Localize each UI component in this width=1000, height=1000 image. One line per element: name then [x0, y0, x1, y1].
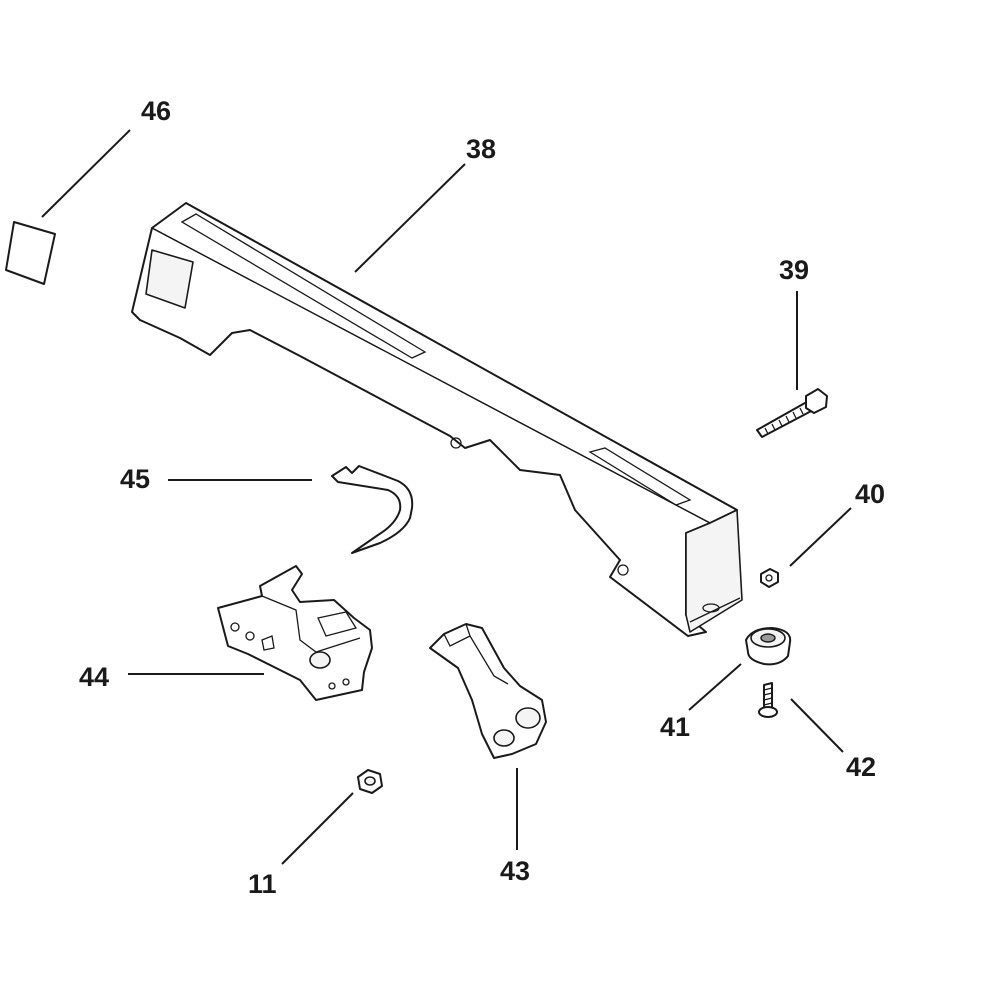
leader-38: [354, 163, 466, 273]
part-39-bolt: [756, 388, 828, 438]
callout-43: 43: [500, 856, 530, 886]
callout-41: 41: [660, 712, 690, 742]
leader-46: [41, 129, 131, 218]
callout-42: 42: [846, 752, 876, 782]
part-46-decal: [5, 221, 56, 285]
leader-lines: [41, 129, 852, 865]
leader-41: [688, 663, 742, 711]
part-41-bushing: [745, 627, 792, 666]
part-38-rail: [131, 202, 743, 637]
leader-11: [281, 792, 354, 865]
callout-44: 44: [79, 662, 109, 692]
callout-labels: 46 38 39 45 40 44 41 42 11 43: [79, 96, 885, 899]
callout-46: 46: [141, 96, 171, 126]
callout-39: 39: [779, 255, 809, 285]
part-44-bracket: [217, 565, 373, 701]
part-11-hex-nut: [357, 769, 383, 794]
leader-42: [790, 698, 844, 753]
callout-11: 11: [248, 869, 277, 899]
part-45-spring-clip: [331, 465, 414, 554]
callout-45: 45: [120, 464, 150, 494]
part-40-nut: [760, 568, 779, 588]
callout-40: 40: [855, 479, 885, 509]
callout-38: 38: [466, 134, 496, 164]
leader-40: [789, 507, 852, 567]
part-42-screw: [758, 682, 778, 718]
part-43-latch: [429, 623, 547, 759]
